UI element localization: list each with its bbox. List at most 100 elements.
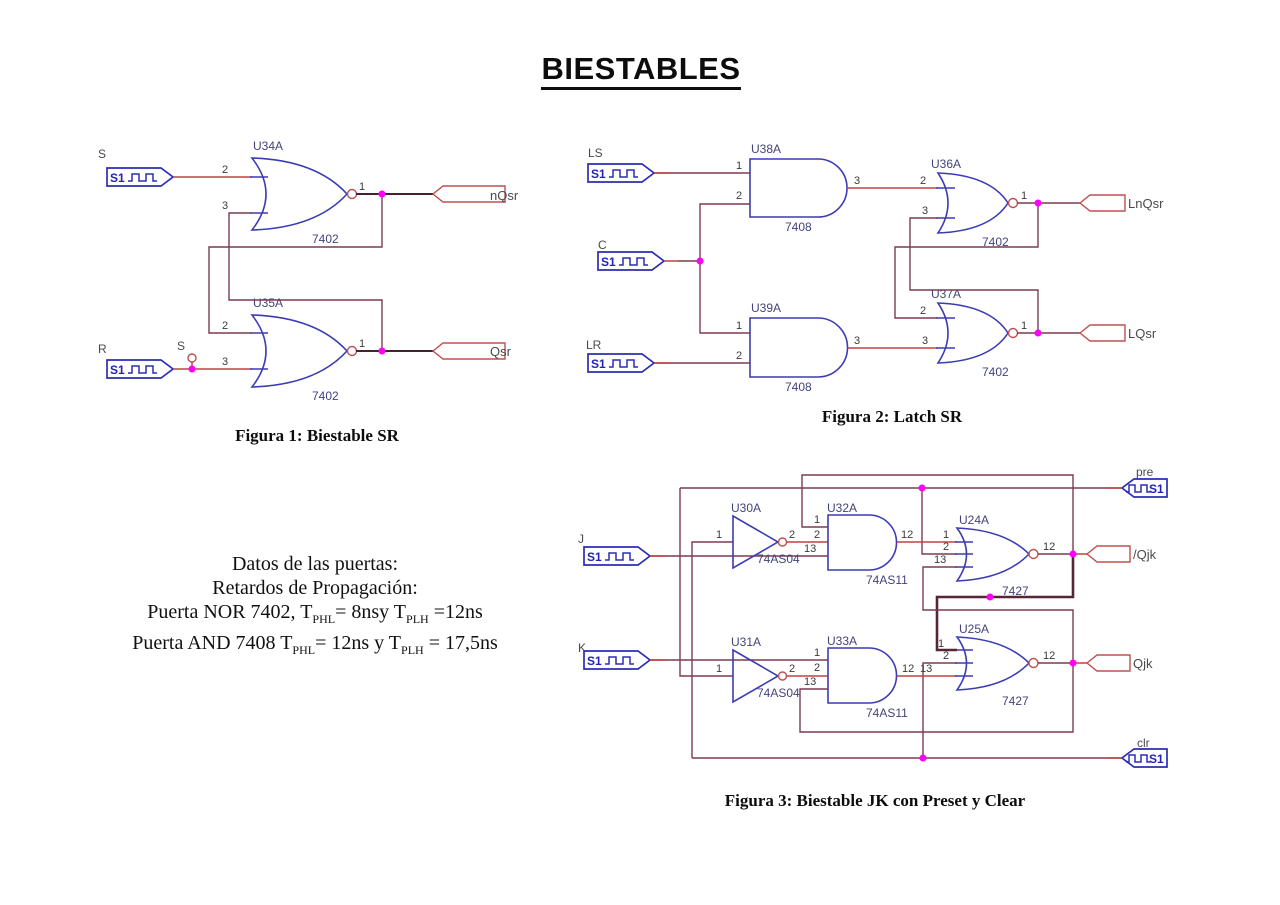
- pin-number: 13: [934, 554, 946, 566]
- gate-part: 7402: [982, 235, 1009, 249]
- u36a-nor-gate-body: [936, 172, 1009, 234]
- stimulus-c-label: S1: [601, 255, 616, 269]
- gate-ref: U39A: [751, 301, 781, 315]
- notes-line-4: Puerta AND 7408 TPHL= 12ns y TPLH = 17,5…: [55, 631, 575, 662]
- stimulus-c-shape: [597, 251, 666, 271]
- output-label-nqsr: nQsr: [490, 188, 519, 203]
- junction-dot: [1034, 329, 1042, 337]
- output-label-qsr: Qsr: [490, 344, 512, 359]
- figure2-latch-sr: LS S1 C S1 LR S1 U38A 7408 1 2 3 U39A 74…: [586, 142, 1164, 394]
- net-label-c: C: [598, 238, 607, 252]
- gate-part: 7402: [982, 365, 1009, 379]
- wire-pre-net: [679, 487, 1122, 677]
- stimulus-r-shape: [106, 359, 175, 379]
- u32a-and-gate-body: [827, 514, 898, 571]
- figure1-biestable-sr: S S1 R S1 S U34A 7402 2 3 1 U35A 7402 2 …: [98, 139, 519, 403]
- pin-number: 2: [814, 529, 820, 541]
- pin-number: 1: [943, 529, 949, 541]
- figure3-biestable-jk: J S1 K S1 pre S1 clr S1 U30A 74AS04 1 2: [578, 465, 1168, 768]
- junction-dot: [918, 484, 926, 492]
- u30a-inverter-body: [732, 514, 780, 570]
- pin-number: 12: [1043, 541, 1055, 553]
- inversion-bubble-icon: [346, 345, 358, 357]
- net-label-r: R: [98, 342, 107, 356]
- nor-input-stubs: [250, 332, 268, 370]
- net-label-s: S: [98, 147, 106, 161]
- stimulus-k-label: S1: [587, 654, 602, 668]
- subscript-plh: PLH: [401, 643, 424, 657]
- inversion-bubble-icon: [346, 188, 358, 200]
- nor-input-stubs: [955, 541, 973, 568]
- pin-number: 2: [789, 529, 795, 541]
- square-wave-icon: [605, 552, 634, 561]
- square-wave-icon: [1126, 754, 1150, 763]
- u31a-inverter-body: [732, 648, 780, 704]
- output-connector-nqsr: [431, 185, 506, 203]
- output-connector-qsr: [431, 342, 506, 360]
- inversion-bubble-icon: [777, 537, 788, 547]
- u24a-nor-gate-body: [955, 527, 1031, 582]
- gate-part: 74AS04: [757, 552, 800, 566]
- gate-data-notes: Datos de las puertas: Retardos de Propag…: [55, 552, 575, 662]
- inversion-bubble-icon: [1007, 197, 1019, 209]
- stimulus-pre-label: S1: [1149, 482, 1164, 496]
- notes-line-1: Datos de las puertas:: [231, 553, 399, 575]
- figure2-caption: Figura 2: Latch SR: [821, 407, 963, 426]
- pin-number: 1: [716, 529, 722, 541]
- feedback-wire-top-to-bottom: [208, 194, 383, 334]
- pin-number: 3: [854, 175, 860, 187]
- junction-dot: [188, 365, 196, 373]
- junction-dot: [919, 754, 927, 762]
- stimulus-s-label: S1: [110, 171, 125, 185]
- inversion-bubble-icon: [777, 671, 788, 681]
- net-label-pre: pre: [1136, 465, 1154, 479]
- output-connector-lnqsr: [1078, 194, 1126, 212]
- pin-number: 2: [736, 190, 742, 202]
- pin-number: 1: [736, 320, 742, 332]
- pin-number: 3: [922, 335, 928, 347]
- pin-number: 2: [814, 662, 820, 674]
- junction-dot: [1069, 659, 1077, 667]
- pin-number: 2: [789, 663, 795, 675]
- pin-number: 13: [804, 676, 816, 688]
- square-wave-icon: [128, 365, 157, 374]
- pin-number: 13: [804, 543, 816, 555]
- pin-number: 12: [901, 529, 913, 541]
- notes-text: Puerta AND 7408 T: [132, 632, 293, 654]
- inversion-bubble-icon: [1028, 548, 1039, 560]
- net-label-k: K: [578, 641, 586, 655]
- u25a-nor-gate-body: [955, 636, 1031, 691]
- inversion-bubble-icon: [1028, 657, 1039, 669]
- square-wave-icon: [1126, 484, 1150, 493]
- nor-input-stubs: [955, 649, 973, 677]
- stimulus-lr-shape: [587, 353, 656, 373]
- pin-number: 3: [922, 205, 928, 217]
- square-wave-icon: [605, 656, 634, 665]
- gate-ref: U37A: [931, 287, 961, 301]
- page-title-text: BIESTABLES: [541, 51, 741, 91]
- output-label-nqjk: /Qjk: [1133, 547, 1157, 562]
- feedback-wire-bottom-to-top: [909, 217, 1039, 333]
- feedback-qjk-to-u24: [922, 566, 1074, 663]
- nor-input-stubs: [936, 317, 955, 349]
- pin-number: 2: [943, 650, 949, 662]
- output-label-lqsr: LQsr: [1128, 326, 1157, 341]
- stimulus-s-shape: [106, 167, 175, 187]
- feedback-qjk-to-u33: [799, 663, 1074, 733]
- net-label-ls: LS: [588, 146, 603, 160]
- gate-part: 7408: [785, 220, 812, 234]
- feedback-nqjk-to-u25: [935, 554, 1075, 652]
- probe-label-s: S: [177, 339, 185, 353]
- gate-part: 74AS04: [757, 686, 800, 700]
- pin-number: 2: [920, 305, 926, 317]
- subscript-plh: PLH: [406, 612, 429, 626]
- notes-text: = 12ns y T: [315, 632, 402, 654]
- gate-ref: U34A: [253, 139, 283, 153]
- u38a-and-gate-body: [749, 158, 848, 218]
- net-label-clr: clr: [1137, 736, 1150, 750]
- square-wave-icon: [128, 173, 157, 182]
- pin-number: 2: [222, 164, 228, 176]
- pin-number: 1: [814, 647, 820, 659]
